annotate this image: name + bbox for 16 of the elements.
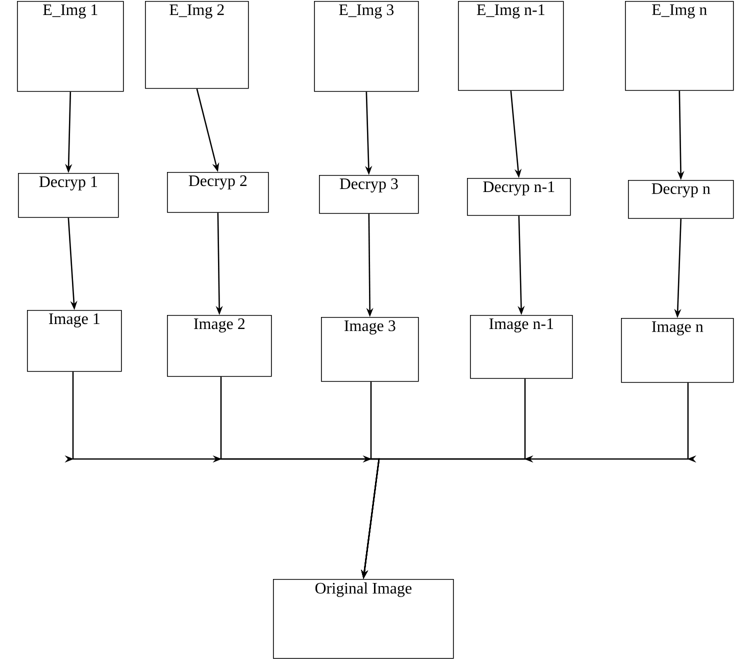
process-box: E_Img 2 (145, 1, 249, 89)
process-box: Decryp n (628, 180, 734, 219)
process-box: Image n (621, 318, 734, 383)
process-box: Decryp 2 (167, 172, 269, 213)
process-box: Image 1 (27, 310, 122, 372)
process-box: Original Image (273, 579, 454, 659)
process-box: E_Img n (625, 1, 734, 91)
process-box: Image 3 (321, 317, 419, 382)
process-box: Image n-1 (470, 315, 573, 379)
process-box: Decryp n-1 (467, 178, 571, 216)
process-box: Decryp 3 (319, 175, 419, 214)
process-box: Image 2 (167, 315, 272, 377)
process-box: Decryp 1 (18, 173, 119, 218)
process-box: E_Img 3 (314, 1, 419, 92)
process-box: E_Img 1 (17, 1, 124, 92)
process-box: E_Img n-1 (458, 1, 564, 91)
